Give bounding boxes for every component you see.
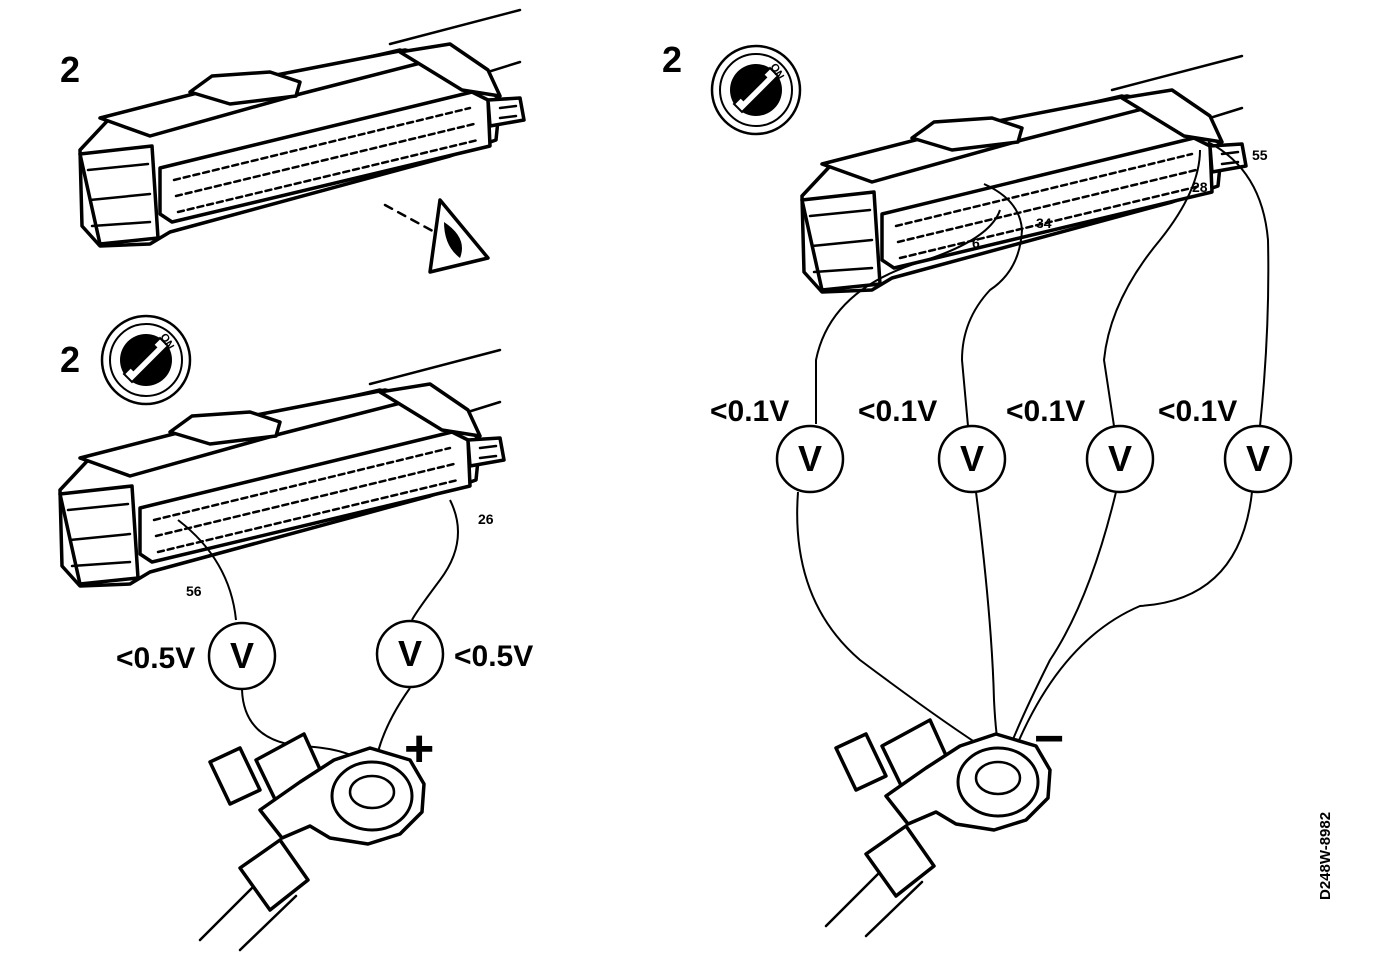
voltmeter-icon: V <box>775 424 845 494</box>
voltmeter-icon: V <box>375 619 445 689</box>
voltmeter-icon: V <box>1085 424 1155 494</box>
ecu-connector <box>78 8 526 248</box>
probe-wire <box>960 183 1024 427</box>
probe-wire <box>796 491 991 753</box>
meter-symbol: V <box>230 635 254 676</box>
sight-line <box>383 203 442 237</box>
pin-label: 55 <box>1252 147 1268 163</box>
step-number: 2 <box>662 39 682 80</box>
voltage-reading: <0.1V <box>710 395 789 428</box>
step-number: 2 <box>60 49 80 90</box>
voltage-reading: <0.1V <box>858 395 937 428</box>
ecu-connector <box>800 54 1248 294</box>
polarity-plus: + <box>404 720 434 778</box>
pin-label: 34 <box>1036 215 1052 231</box>
step-number: 2 <box>60 339 80 380</box>
probe-wire <box>1007 491 1117 753</box>
voltage-reading: <0.1V <box>1006 395 1085 428</box>
probe-wire <box>815 209 1001 424</box>
panel-bottom-left: 2 ON 56 26 V V <0.5V <0.5V + <box>58 314 533 952</box>
probe-wire <box>1013 491 1253 753</box>
voltmeter-icon: V <box>207 621 277 691</box>
pin-label: 26 <box>478 511 494 527</box>
pin-label: 28 <box>1192 179 1208 195</box>
panel-right: 2 ON 6 34 28 55 V V V V <box>662 39 1334 938</box>
figure-reference: D248W-8982 <box>1317 812 1334 900</box>
voltmeter-icon: V <box>1223 424 1293 494</box>
meter-symbol: V <box>398 633 422 674</box>
probe-wire <box>975 491 1001 753</box>
pin-label: 56 <box>186 583 202 599</box>
probe-wire <box>1102 149 1201 427</box>
meter-symbol: V <box>960 438 984 479</box>
battery-terminal <box>198 732 426 952</box>
voltage-reading: <0.1V <box>1158 395 1237 428</box>
voltage-reading: <0.5V <box>116 642 195 675</box>
probe-wire <box>177 519 237 621</box>
meter-symbol: V <box>1246 438 1270 479</box>
meter-symbol: V <box>798 438 822 479</box>
battery-terminal <box>824 718 1052 938</box>
voltage-reading: <0.5V <box>454 640 533 673</box>
meter-symbol: V <box>1108 438 1132 479</box>
voltmeter-icon: V <box>937 424 1007 494</box>
ignition-key-icon: ON <box>100 314 192 406</box>
panel-top-left: 2 <box>60 8 526 274</box>
polarity-minus: − <box>1034 710 1064 768</box>
pin-label: 6 <box>972 235 980 251</box>
probe-wire <box>1207 141 1270 427</box>
probe-wire <box>411 499 459 621</box>
eye-icon <box>428 198 490 274</box>
ignition-key-icon: ON <box>710 44 802 136</box>
